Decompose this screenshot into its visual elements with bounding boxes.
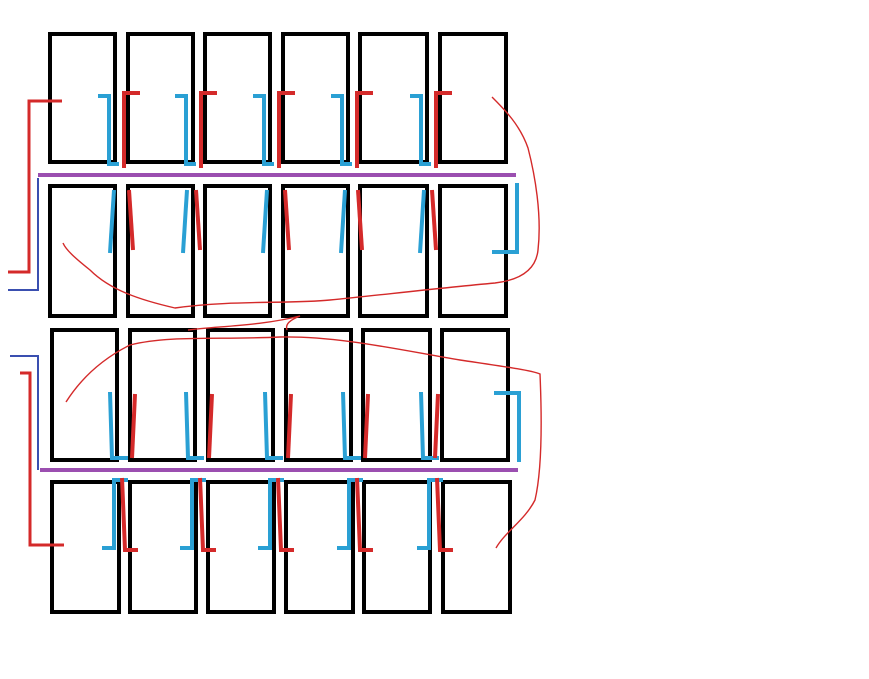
row2-negative-strap-5 <box>418 189 426 254</box>
cell-r2-c2 <box>126 184 195 318</box>
row3-negative-strap-4 <box>341 391 361 460</box>
row1-negative-strap-4 <box>331 94 352 166</box>
cell-r2-c1 <box>48 184 117 318</box>
cell-straps <box>98 91 521 552</box>
cell-r1-c4 <box>281 32 350 164</box>
row2-negative-strap-2 <box>181 189 189 254</box>
row3-negative-strap-1 <box>108 391 128 460</box>
row3-end-negative-strap <box>494 391 521 462</box>
row2-negative-strap-1 <box>108 189 116 254</box>
cell-r3-c3 <box>206 328 275 462</box>
top-sense-wire <box>62 96 540 309</box>
row1-positive-strap-4 <box>355 91 373 168</box>
cell-r4-c2 <box>128 480 198 614</box>
row4-positive-strap-1 <box>120 477 138 552</box>
row3-positive-strap-4 <box>363 393 370 459</box>
cell-r1-c2 <box>126 32 195 164</box>
row3-positive-strap-5 <box>433 393 440 459</box>
row2-positive-strap-5 <box>430 189 438 251</box>
row1-negative-strap-2 <box>175 94 196 166</box>
row3-negative-strap-5 <box>419 391 439 460</box>
cell-r4-c4 <box>284 480 355 614</box>
cell-r1-c1 <box>48 32 117 164</box>
cell-r4-c6 <box>441 480 512 614</box>
cell-r2-c5 <box>358 184 429 318</box>
row1-negative-strap-1 <box>98 94 119 166</box>
crossover-wire <box>187 315 301 331</box>
row2-positive-strap-1 <box>127 189 135 251</box>
cell-r3-c1 <box>50 328 119 462</box>
row1-negative-strap-3 <box>253 94 274 166</box>
cell-r2-c3 <box>203 184 272 318</box>
cell-r4-c1 <box>50 480 121 614</box>
row2-positive-strap-2 <box>194 189 202 251</box>
top-positive-lead <box>8 99 62 274</box>
row3-positive-strap-1 <box>130 393 137 459</box>
row3-negative-strap-2 <box>184 391 204 460</box>
cell-r3-c2 <box>128 328 197 462</box>
row4-positive-strap-4 <box>355 477 373 552</box>
cell-r1-c5 <box>358 32 429 164</box>
row1-positive-strap-2 <box>199 91 217 168</box>
bottom-positive-lead <box>20 371 64 547</box>
row3-positive-strap-3 <box>286 393 293 459</box>
cell-grid <box>48 32 512 614</box>
cell-r2-c4 <box>281 184 350 318</box>
cell-r3-c4 <box>284 328 353 462</box>
row2-positive-strap-3 <box>283 189 291 251</box>
row3-negative-strap-3 <box>263 391 283 460</box>
row2-end-negative-strap <box>492 183 519 254</box>
row1-positive-strap-5 <box>434 91 452 168</box>
row4-positive-strap-5 <box>435 477 453 552</box>
row2-positive-strap-4 <box>356 189 364 251</box>
cell-r3-c5 <box>361 328 432 462</box>
cell-r1-c3 <box>203 32 272 164</box>
row3-positive-strap-2 <box>207 393 214 459</box>
cell-r1-c6 <box>438 32 508 164</box>
row1-negative-strap-5 <box>410 94 431 166</box>
row1-positive-strap-1 <box>122 91 140 168</box>
middle-sense-wire <box>65 336 542 549</box>
bottom-negative-lead <box>10 355 39 470</box>
row2-negative-strap-4 <box>339 189 347 254</box>
row4-positive-strap-2 <box>198 477 216 552</box>
top-negative-lead <box>8 178 39 291</box>
cell-r4-c3 <box>206 480 276 614</box>
row1-positive-strap-3 <box>277 91 295 168</box>
row4-positive-strap-3 <box>276 477 294 552</box>
row2-negative-strap-3 <box>261 189 269 254</box>
